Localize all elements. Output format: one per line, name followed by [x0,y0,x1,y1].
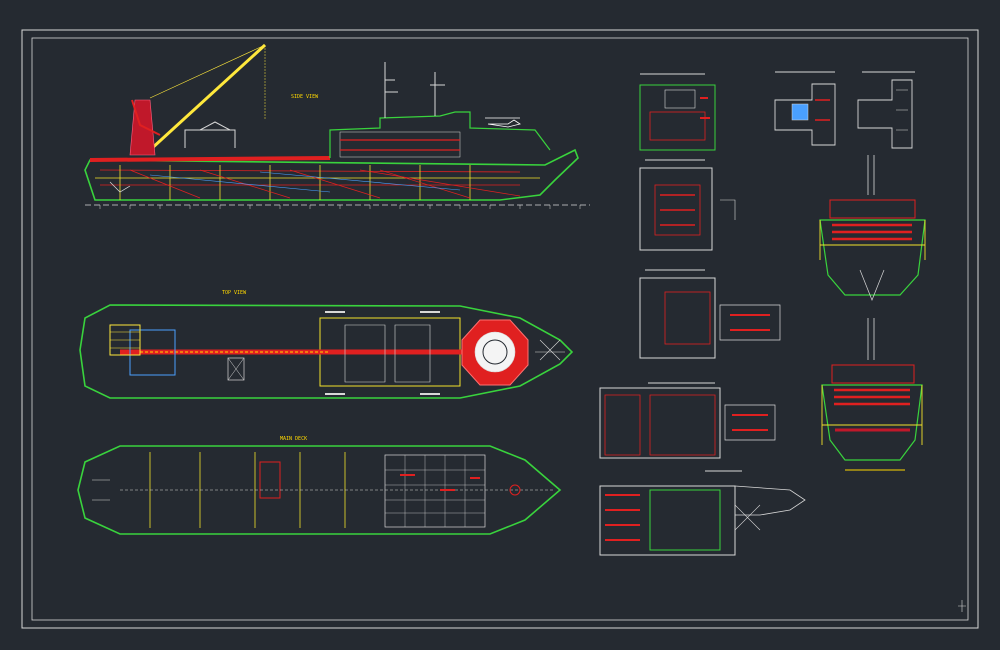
top-cabins [344,324,431,383]
side-hull-red [99,169,521,186]
helideck-circle [474,331,516,373]
stern-lines [92,479,110,501]
deck-plan-4 [599,382,776,459]
deck5-outline [599,485,736,556]
deck-plan-1 [639,73,716,151]
deck1-room-a [664,89,696,109]
front-bulb [859,269,885,301]
top-crane-base [129,329,176,376]
accommodation-rooms [385,455,485,527]
crane-wire [149,44,266,99]
accommodation-red [400,474,480,491]
deck-plan-2 [639,159,736,251]
side-elevation-view: SIDE VIEW [84,43,590,209]
deck5-cross [734,504,761,531]
corner-tick [958,600,966,612]
front-mast [867,155,875,195]
deck2-core [654,184,701,236]
main-deck-bow-mark [509,484,521,496]
top-box-x [227,357,245,381]
helideck-inner [482,339,508,365]
side-frame-ticks [99,205,581,209]
deck1-outline [639,84,716,151]
bow-lines [535,339,565,361]
deck5-red [605,494,640,541]
deck-plan-5 [599,470,806,556]
deck5-engine [649,489,721,551]
top-box [227,357,245,381]
main-deck-plan-view: MAIN DECK [77,436,562,535]
aft-section-view [821,318,923,471]
deck-crane-small [184,121,236,148]
main-deck-hold [259,461,281,499]
deck3-wing-red [730,314,770,331]
deck4-wing [724,404,776,441]
top-deck-plan-a [774,71,836,146]
superstructure-red [340,139,460,151]
top-deck-plan-b [857,71,915,149]
accommodation-block [384,454,486,528]
crane-boom [148,43,267,152]
lifeboats [325,311,440,395]
deck1-red [700,97,710,119]
aft-upper-red [831,364,915,384]
top-view-title: TOP VIEW [222,290,247,296]
deck-plan-3 [639,269,781,359]
helicopter [485,117,521,128]
deck4-rooms [604,394,716,456]
front-red-rows [832,223,912,241]
deck3-outline [639,277,716,359]
top-b-detail [896,89,908,131]
main-deck-title: MAIN DECK [280,436,307,442]
inner-frame [31,37,969,621]
side-anchor [109,181,131,193]
top-grid-lines [110,331,140,349]
deck2-red [660,194,695,226]
superstructure-fill [339,131,461,158]
deck3-wing [719,304,781,341]
aft-red-rows [834,388,910,406]
top-a-red [815,99,830,121]
deck4-wing-red [732,414,768,431]
top-b-outline [857,79,913,149]
side-deck-stripe [89,156,331,162]
side-view-title: SIDE VIEW [291,94,319,100]
deck4-outline [599,387,721,459]
crane-jib [131,99,161,136]
deck2-outline [639,167,713,251]
top-a-outline [774,83,836,146]
aft-yellow [821,385,923,445]
front-yellow [819,220,926,260]
top-hull [79,304,574,399]
side-hull [84,148,579,201]
outer-frame [21,29,979,629]
aft-mast [867,318,875,360]
mast [384,62,445,118]
side-blue-lines [149,171,461,193]
superstructure [329,111,551,158]
deck1-room-b [649,111,706,141]
top-plan-view: TOP VIEW [79,290,574,399]
deck2-stair [720,199,736,220]
top-a-core [791,103,809,121]
front-upper-red [829,199,916,219]
side-diagonals [129,169,521,199]
main-deck-hull [77,445,562,535]
deck3-core [664,291,711,345]
front-section-view [819,155,926,301]
deck5-bow [734,485,806,516]
